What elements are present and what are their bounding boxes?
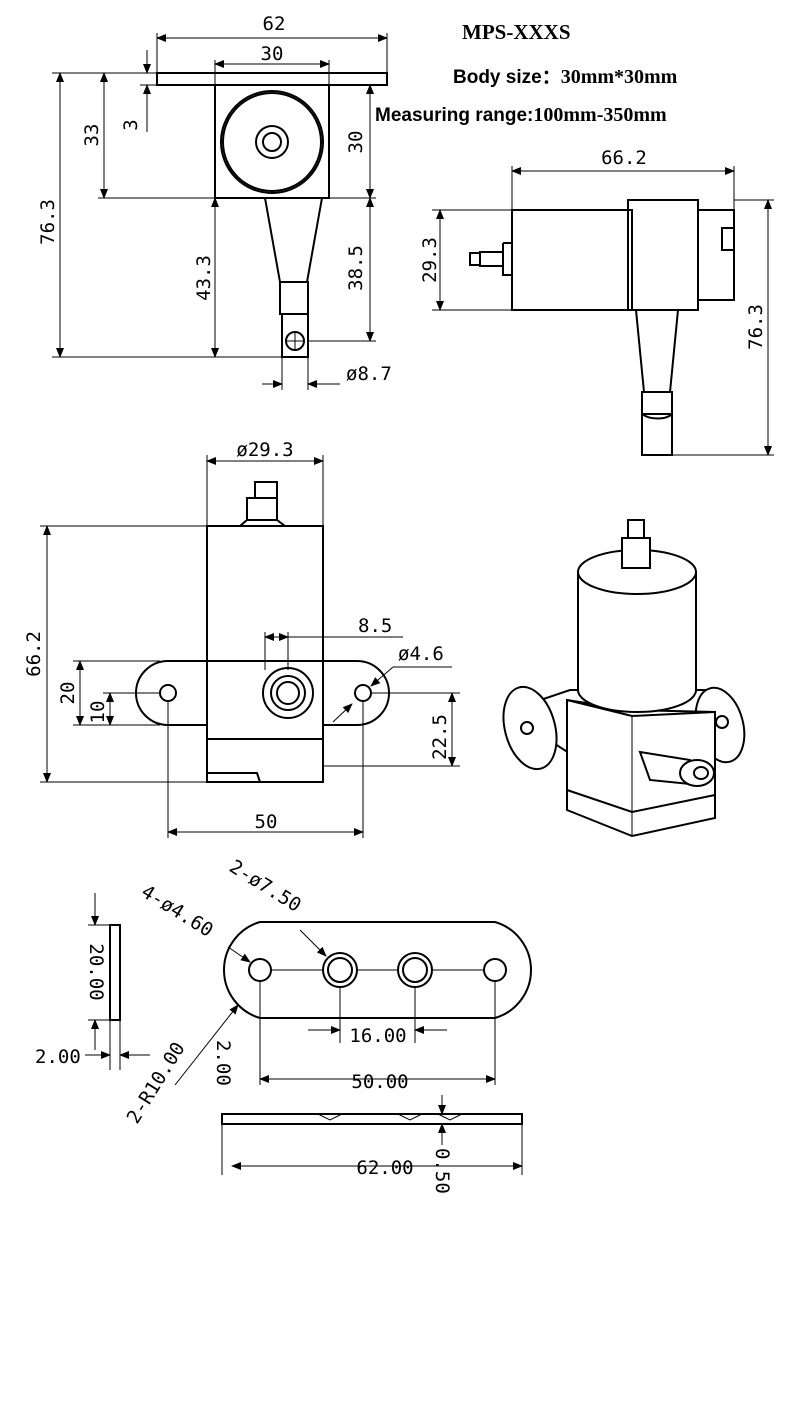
top-dim-offset: 8.5 bbox=[358, 615, 392, 637]
bracket-dim-hole-spacing: 50.00 bbox=[351, 1071, 408, 1093]
dim-body-height: 30 bbox=[345, 131, 367, 154]
side-dim-diameter: 29.3 bbox=[419, 237, 441, 283]
side-dim-length: 66.2 bbox=[601, 147, 647, 169]
top-dim-flange-height: 20 bbox=[57, 682, 79, 705]
bracket-dim-center-spacing: 16.00 bbox=[349, 1025, 406, 1047]
top-view-dimensions: ø29.3 66.2 8.5 ø4.6 20 10 22.5 bbox=[23, 439, 460, 838]
bracket-dim-thickness: 2.00 bbox=[35, 1046, 81, 1068]
bracket-dim-small-holes: 4-ø4.60 bbox=[137, 881, 217, 942]
body-size-spec: Body size：30mm*30mm bbox=[453, 62, 677, 89]
top-dim-port-height: 22.5 bbox=[429, 714, 451, 760]
measuring-range-spec: Measuring range:100mm-350mm bbox=[375, 104, 667, 127]
top-view: ø29.3 66.2 8.5 ø4.6 20 10 22.5 bbox=[23, 439, 460, 838]
dim-nozzle-length: 38.5 bbox=[345, 245, 367, 291]
dim-flange-thickness: 3 bbox=[120, 119, 142, 130]
dim-lower-height: 43.3 bbox=[193, 255, 215, 301]
front-view-dimensions: 62 30 3 33 30 76.3 bbox=[37, 13, 392, 390]
bracket-outline bbox=[109, 921, 532, 1125]
measuring-range-value: 100mm-350mm bbox=[533, 104, 667, 126]
dim-total-height: 76.3 bbox=[37, 199, 59, 245]
top-view-outline bbox=[135, 481, 390, 783]
bracket-dim-height: 20.00 bbox=[85, 943, 107, 1000]
top-dim-hole-spacing: 50 bbox=[255, 811, 278, 833]
front-view: 62 30 3 33 30 76.3 bbox=[37, 13, 392, 390]
dim-flange-width: 62 bbox=[263, 13, 286, 35]
side-view-dimensions: 66.2 29.3 76.3 bbox=[419, 147, 774, 456]
bracket-dim-plate-thickness: 0.50 bbox=[431, 1148, 453, 1194]
dim-flange-to-body-bottom: 33 bbox=[81, 124, 103, 147]
isometric-outline bbox=[502, 519, 746, 838]
side-view: 66.2 29.3 76.3 bbox=[419, 147, 774, 456]
body-size-value: 30mm*30mm bbox=[560, 66, 678, 88]
isometric-view bbox=[502, 519, 746, 838]
top-dim-length: 66.2 bbox=[23, 631, 45, 677]
bracket-dim-total-length: 62.00 bbox=[356, 1157, 413, 1179]
body-size-label: Body size： bbox=[453, 67, 561, 88]
side-view-outline bbox=[469, 199, 735, 456]
bracket-view: 20.00 2.00 2-ø7.50 4-ø4.60 2-R10.00 16.0… bbox=[35, 856, 532, 1194]
model-title: MPS-XXXS bbox=[462, 20, 571, 44]
side-dim-total-height: 76.3 bbox=[745, 304, 767, 350]
measuring-range-label: Measuring range: bbox=[375, 105, 534, 126]
bracket-dim-vertical-small: 2.00 bbox=[212, 1040, 234, 1086]
bracket-dimensions: 20.00 2.00 2-ø7.50 4-ø4.60 2-R10.00 16.0… bbox=[35, 856, 523, 1194]
top-dim-diameter: ø29.3 bbox=[236, 439, 293, 461]
dim-nozzle-diameter: ø8.7 bbox=[346, 363, 392, 385]
bracket-dim-radius: 2-R10.00 bbox=[123, 1038, 190, 1127]
bracket-dim-large-holes: 2-ø7.50 bbox=[225, 856, 305, 917]
top-dim-hole-height: 10 bbox=[87, 701, 109, 724]
front-view-outline bbox=[156, 72, 388, 358]
dim-body-width: 30 bbox=[261, 43, 284, 65]
top-dim-hole-diameter: ø4.6 bbox=[398, 643, 444, 665]
